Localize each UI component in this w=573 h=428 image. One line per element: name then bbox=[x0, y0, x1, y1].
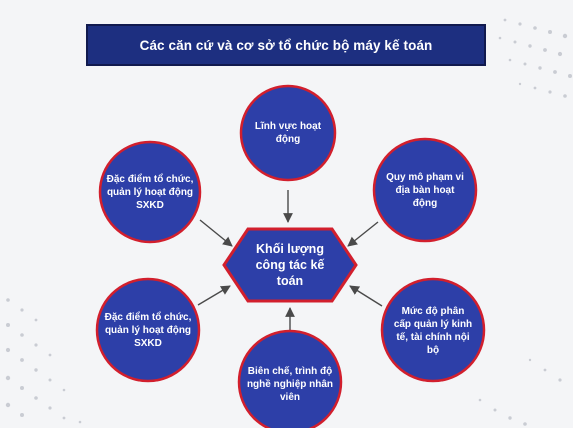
node-upper-right-circle bbox=[372, 137, 478, 243]
node-lower-left-circle bbox=[95, 277, 201, 383]
node-lower-right-circle bbox=[380, 277, 486, 383]
node-lower-left-label: Đặc điểm tổ chức, quản lý hoạt động SXKD bbox=[104, 311, 192, 349]
node-upper-right-label: Quy mô phạm vi địa bàn hoạt động bbox=[386, 171, 464, 209]
arrow-lower-left bbox=[197, 285, 231, 306]
node-lower-right-label: Mức độ phân cấp quản lý kinh tế, tài chí… bbox=[393, 306, 473, 356]
node-bottom-circle bbox=[237, 329, 343, 428]
arrow-upper-left bbox=[199, 219, 233, 247]
arrow-upper-right bbox=[347, 221, 379, 247]
node-bottom-label: Biên chế, trình độ nghề nghiệp nhân viên bbox=[246, 365, 334, 403]
center-hexagon bbox=[222, 227, 358, 303]
diagram-title: Các căn cứ và cơ sở tổ chức bộ máy kế to… bbox=[139, 37, 433, 53]
node-upper-left-label: Đặc điểm tổ chức, quản lý hoạt động SXKD bbox=[106, 173, 194, 211]
node-top-circle bbox=[239, 84, 337, 182]
node-upper-left-circle bbox=[98, 140, 202, 244]
title-banner: Các căn cứ và cơ sở tổ chức bộ máy kế to… bbox=[86, 24, 486, 66]
center-label: Khối lượng công tác kế toán bbox=[255, 242, 325, 288]
node-top-label: Lĩnh vực hoạt động bbox=[254, 121, 322, 145]
arrow-lower-right bbox=[349, 285, 383, 307]
